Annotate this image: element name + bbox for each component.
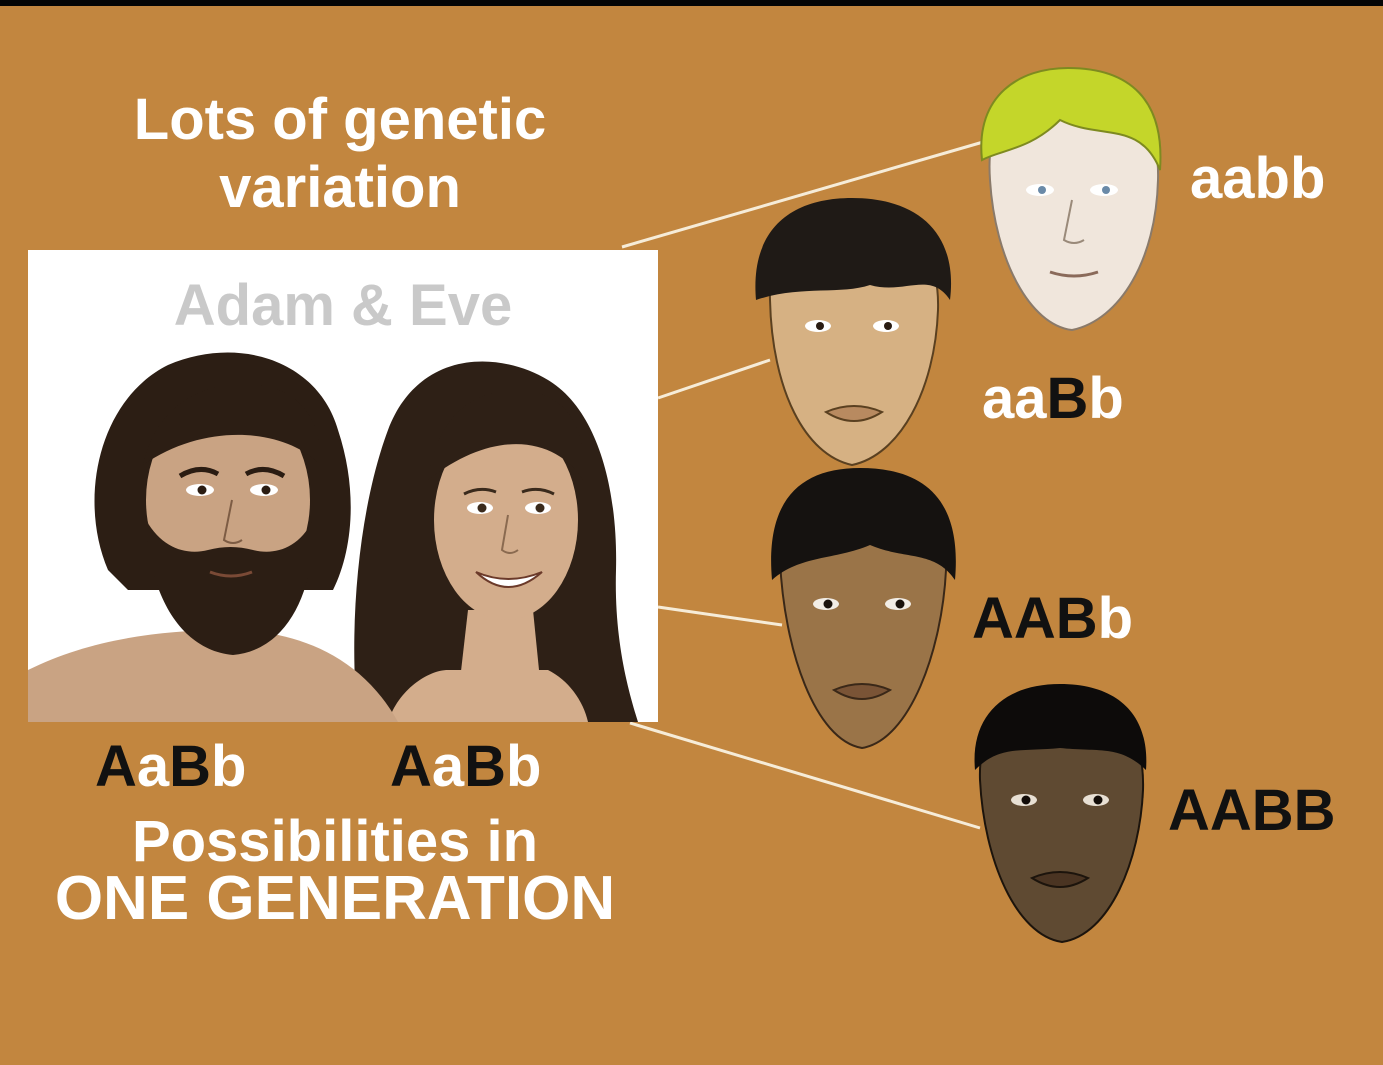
- dominant-allele-letter: A: [1168, 778, 1210, 843]
- offspring-genotype-aabb: aabb: [1190, 150, 1325, 208]
- aaBb-left-iris: [816, 322, 824, 330]
- offspring-genotype-aaBb: aaBb: [982, 370, 1124, 428]
- AABB-left-iris: [1022, 796, 1031, 805]
- offspring-face-AABB: [975, 684, 1147, 942]
- dominant-allele-letter: B: [1056, 586, 1098, 651]
- offspring-face-AABb: [771, 468, 956, 748]
- offspring-face-aaBb: [755, 198, 951, 465]
- AABB-right-iris: [1094, 796, 1103, 805]
- aaBb-right-iris: [884, 322, 892, 330]
- recessive-allele-letter: b: [1255, 146, 1290, 211]
- dominant-allele-letter: A: [972, 586, 1014, 651]
- recessive-allele-letter: b: [1098, 586, 1133, 651]
- offspring-genotype-AABb: AABb: [972, 590, 1133, 648]
- AABb-left-iris: [824, 600, 833, 609]
- recessive-allele-letter: a: [1014, 366, 1046, 431]
- aabb-left-iris: [1038, 186, 1046, 194]
- offspring-genotype-AABB: AABB: [1168, 782, 1336, 840]
- dominant-allele-letter: B: [1252, 778, 1294, 843]
- dominant-allele-letter: A: [1014, 586, 1056, 651]
- dominant-allele-letter: B: [1294, 778, 1336, 843]
- recessive-allele-letter: b: [1290, 146, 1325, 211]
- recessive-allele-letter: b: [1088, 366, 1123, 431]
- AABb-right-iris: [896, 600, 905, 609]
- offspring-face-aabb: [981, 68, 1160, 330]
- recessive-allele-letter: a: [1222, 146, 1254, 211]
- dominant-allele-letter: B: [1047, 366, 1089, 431]
- recessive-allele-letter: a: [982, 366, 1014, 431]
- dominant-allele-letter: A: [1210, 778, 1252, 843]
- aabb-right-iris: [1102, 186, 1110, 194]
- recessive-allele-letter: a: [1190, 146, 1222, 211]
